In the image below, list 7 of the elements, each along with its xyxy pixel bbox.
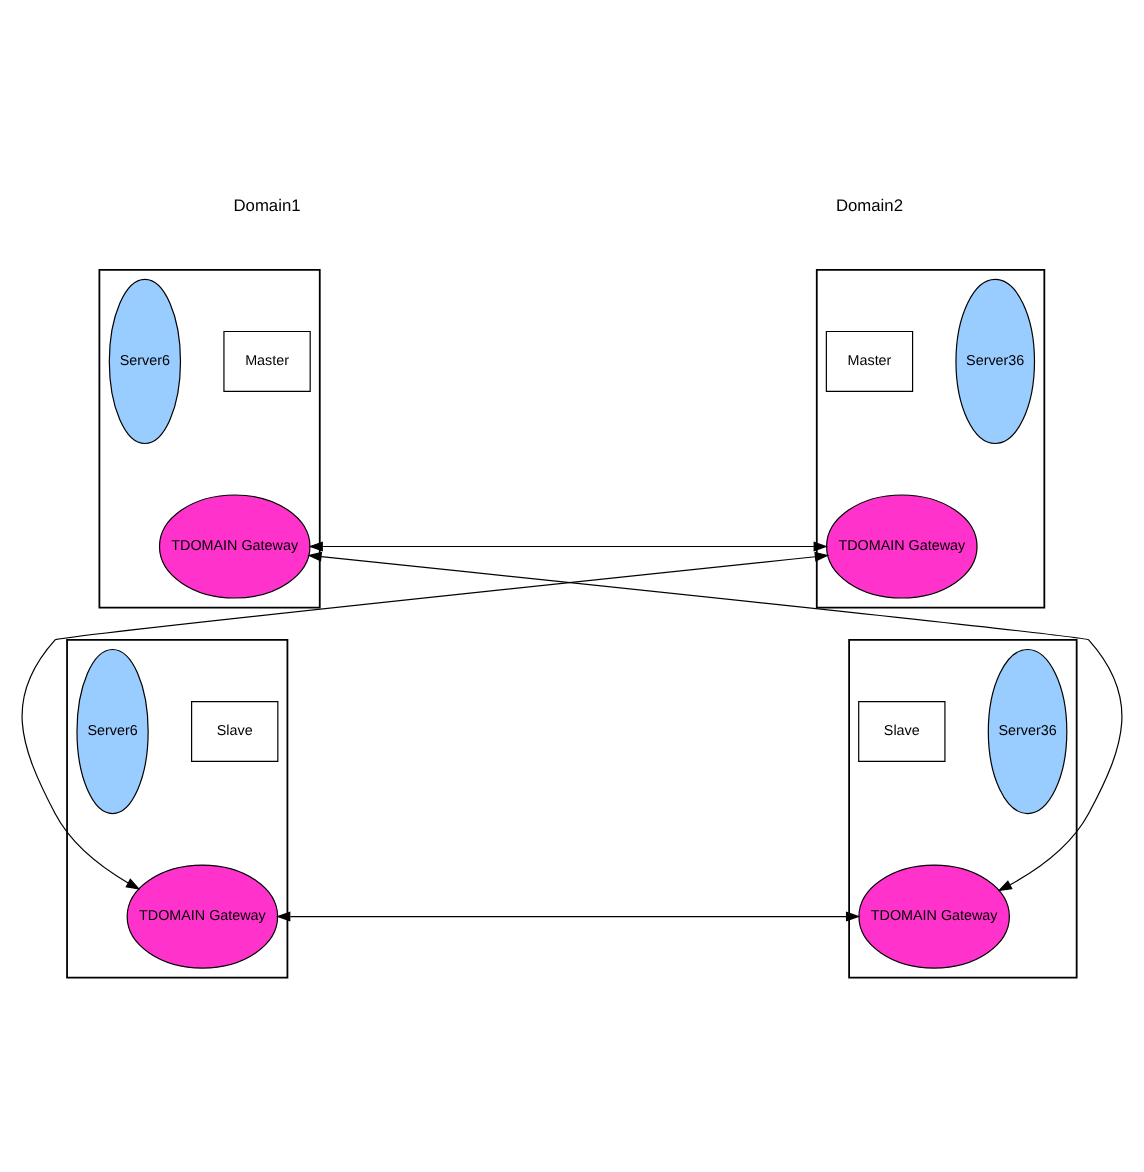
arrow — [307, 551, 1123, 892]
label: Domain1 — [233, 194, 301, 215]
label: Domain2 — [835, 194, 904, 215]
arrow — [275, 911, 861, 922]
arrow — [308, 541, 828, 552]
arrow — [21, 551, 830, 890]
cluster — [848, 639, 1078, 979]
